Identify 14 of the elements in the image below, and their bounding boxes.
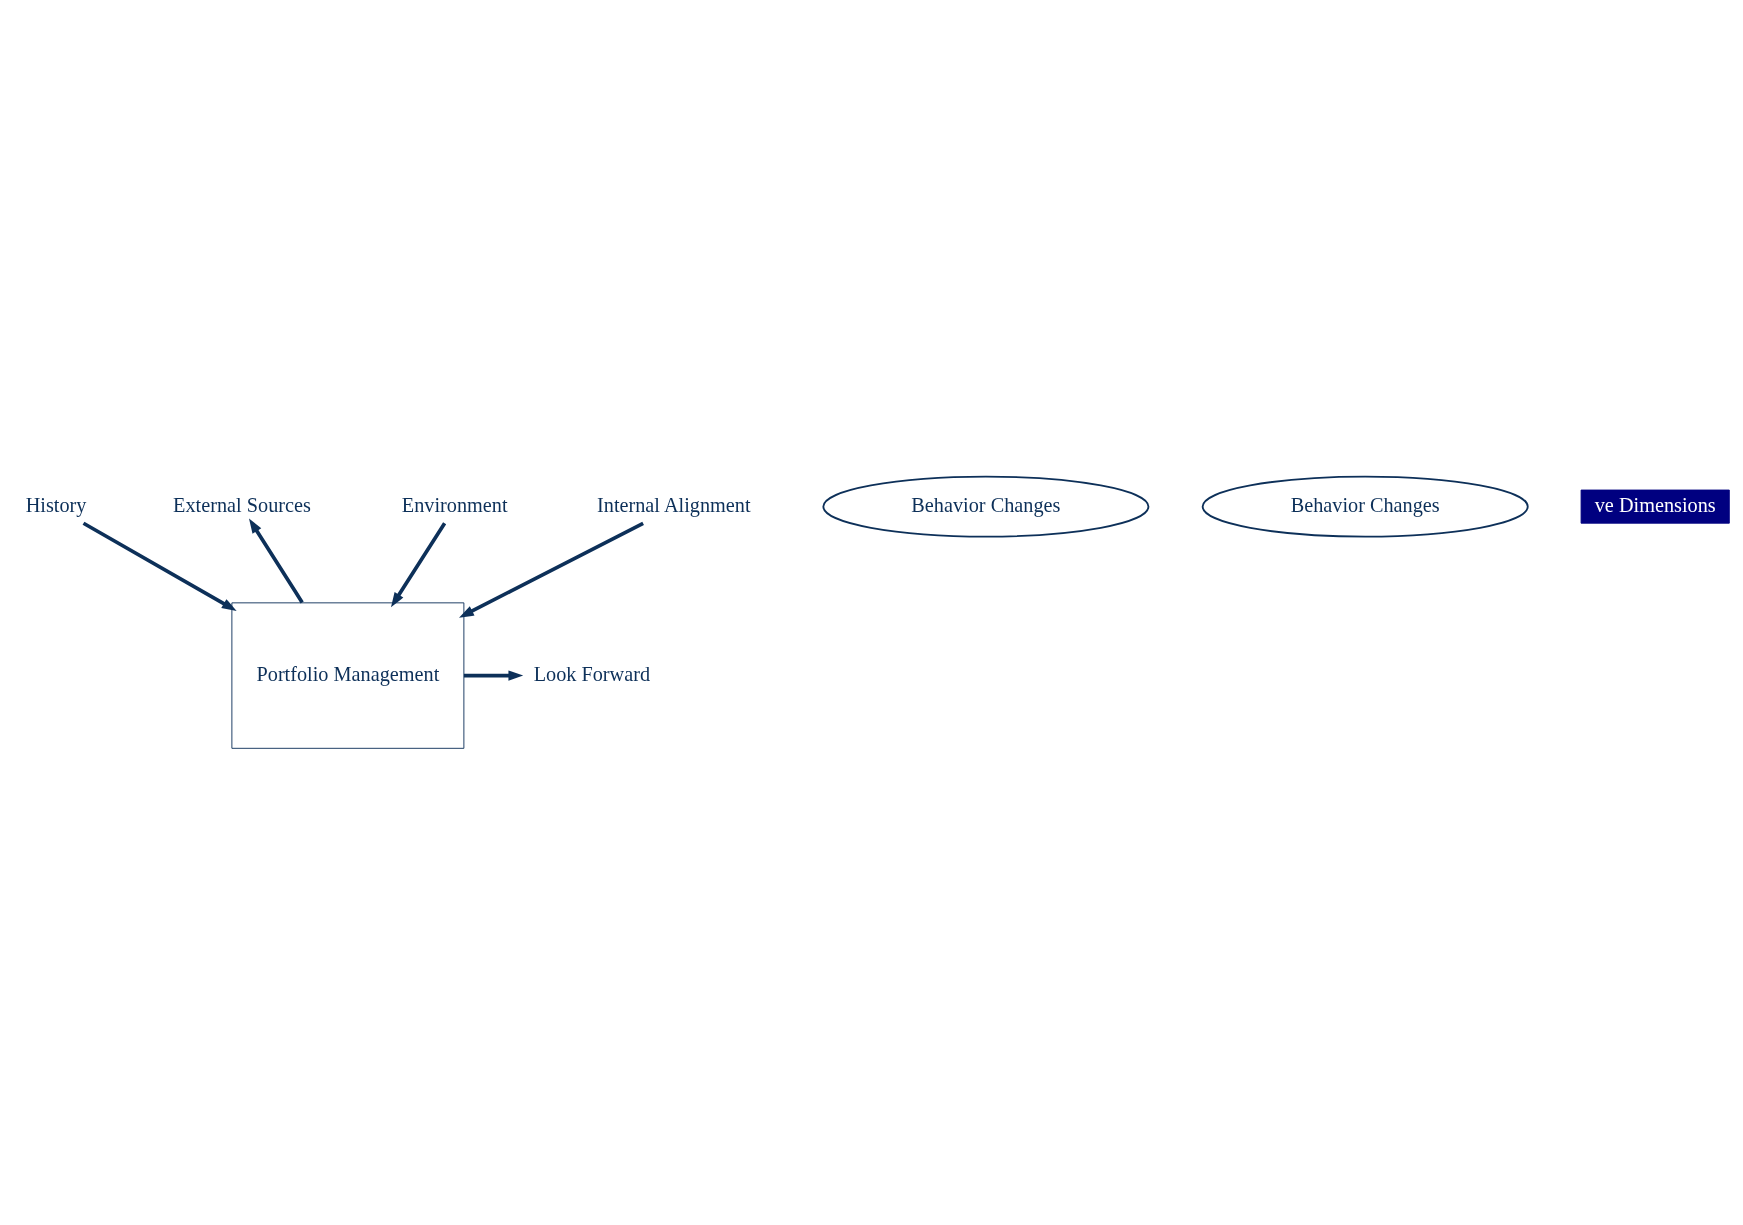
- node-text: History: [25, 493, 87, 516]
- label: ve Dimensions: [1594, 493, 1716, 516]
- node-text: Internal Alignment: [597, 493, 751, 516]
- node-ellipse: Behavior Changes: [822, 475, 1150, 538]
- node-ellipse: Behavior Changes: [1201, 475, 1529, 538]
- arrow: [459, 521, 644, 618]
- node-box: Portfolio Management: [231, 602, 465, 749]
- node-text: Environment: [401, 493, 508, 516]
- node-text: Look Forward: [533, 662, 651, 685]
- arrow: [391, 522, 447, 608]
- arrow: [82, 521, 237, 611]
- arrow: [463, 670, 524, 681]
- arrow: [249, 518, 304, 604]
- node-text: External Sources: [173, 493, 311, 516]
